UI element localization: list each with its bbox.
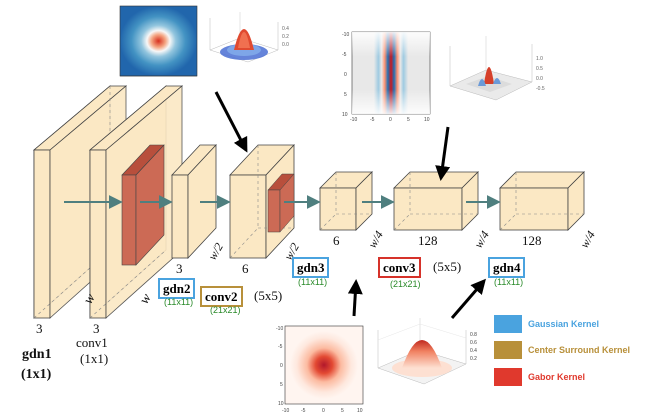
gdn1-size: (1x1): [21, 367, 52, 382]
conv3-label: conv3: [378, 257, 421, 278]
conv3-size: (21x21): [390, 279, 421, 289]
gabor-surface: 1.0 0.5 0.0 -0.5: [449, 36, 545, 101]
gdn3-label: gdn3: [292, 257, 330, 278]
conv3-suffix: (5x5): [433, 259, 462, 274]
gaussian-heatmap-axis: -10 -5 0 5 10 -10 -5 0 5 10: [276, 326, 363, 414]
conv2-suffix: (5x5): [254, 288, 283, 303]
center-surround-heatmap: [119, 5, 198, 77]
tick-z-3: 0.4: [470, 348, 477, 354]
svg-text:0: 0: [389, 117, 392, 123]
tick-y-1: -10: [276, 326, 283, 332]
svg-text:10: 10: [342, 112, 348, 118]
gdn1-channels: 3: [36, 321, 43, 336]
block5-channels: 6: [333, 233, 340, 248]
layer-block7: [499, 171, 585, 231]
svg-text:0.0: 0.0: [536, 76, 543, 82]
block7-channels: 128: [522, 233, 542, 248]
gdn2-size: (11x11): [164, 297, 194, 307]
legend-label-gaussian: Gaussian Kernel: [528, 319, 600, 329]
svg-text:5: 5: [407, 117, 410, 123]
gdn3-size: (11x11): [298, 277, 328, 287]
tick-y-3: 0: [280, 363, 283, 369]
block4-channels: 6: [242, 261, 249, 276]
gabor-patch-conv1: [121, 144, 165, 266]
block3-channels: 3: [176, 261, 183, 276]
conv1-channels: 3: [93, 321, 100, 336]
tick-x-2: -5: [301, 408, 306, 414]
tick-y-5: 10: [278, 401, 284, 407]
svg-text:-10: -10: [342, 32, 349, 38]
svg-text:-0.5: -0.5: [536, 86, 545, 92]
gdn4-size: (11x11): [494, 277, 524, 287]
svg-text:0.5: 0.5: [536, 66, 543, 72]
gaussian-surface: [377, 318, 467, 385]
block6-channels: 128: [418, 233, 438, 248]
gdn4-label: gdn4: [488, 257, 526, 278]
conv1-size: (1x1): [80, 351, 109, 366]
tick-x-4: 5: [341, 408, 344, 414]
tick-x-3: 0: [322, 408, 325, 414]
svg-text:10: 10: [424, 117, 430, 123]
svg-text:0: 0: [344, 72, 347, 78]
conv1-name: conv1: [76, 335, 108, 350]
tick-z-4: 0.2: [470, 356, 477, 362]
legend-swatches: [494, 315, 522, 386]
tick-x-5: 10: [357, 408, 363, 414]
gaussian-heatmap: [284, 325, 364, 405]
svg-text:-5: -5: [370, 117, 375, 123]
gaussian-surface-axis: 0.8 0.6 0.4 0.2: [470, 332, 477, 362]
conv2-label: conv2: [200, 286, 243, 307]
gabor-heatmap: -10 -5 0 5 10 -10 -5 0 5 10: [342, 31, 431, 123]
pointer-arrows: [214, 91, 486, 319]
gdn2-label: gdn2: [158, 278, 196, 299]
svg-text:5: 5: [344, 92, 347, 98]
legend-label-gabor: Gabor Kernel: [528, 372, 586, 382]
svg-text:-5: -5: [342, 52, 347, 58]
svg-text:-10: -10: [350, 117, 357, 123]
layer-block6: [393, 171, 479, 231]
legend-label-center-surround: Center Surround Kernel: [528, 345, 631, 355]
legend-swatch-gaussian: [494, 315, 522, 333]
tick-y-4: 5: [280, 382, 283, 388]
legend-swatch-center-surround: [494, 341, 522, 359]
conv2-size: (21x21): [210, 305, 241, 315]
tick-y-2: -5: [278, 344, 283, 350]
svg-text:1.0: 1.0: [536, 56, 543, 62]
tick-z-2: 0.6: [470, 340, 477, 346]
center-surround-surface: 0.4 0.2 0.0: [209, 12, 289, 63]
gdn1-name: gdn1: [22, 347, 52, 362]
tick-x-1: -10: [282, 408, 289, 414]
legend-swatch-gabor: [494, 368, 522, 386]
svg-text:0.4: 0.4: [282, 26, 289, 32]
tick-z-1: 0.8: [470, 332, 477, 338]
svg-text:0.2: 0.2: [282, 34, 289, 40]
svg-text:0.0: 0.0: [282, 42, 289, 48]
